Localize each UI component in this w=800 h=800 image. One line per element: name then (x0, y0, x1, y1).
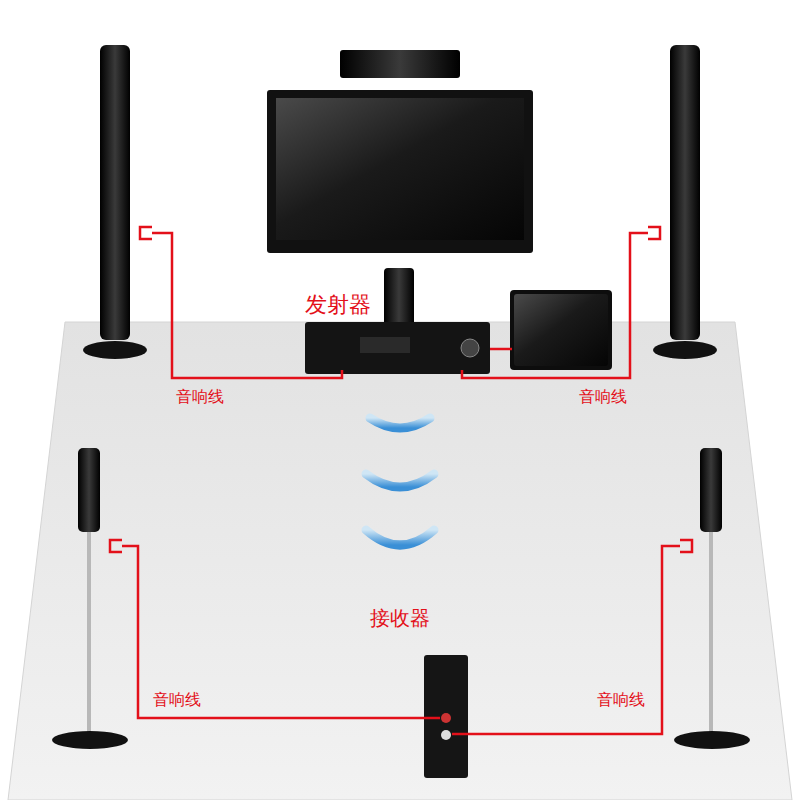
speaker-base (52, 731, 128, 749)
amplifier (305, 322, 490, 374)
speaker-base (653, 341, 717, 359)
speaker-wire (490, 348, 512, 351)
wire-label: 音响线 (579, 387, 627, 406)
tv-screen (276, 98, 524, 240)
amplifier-knob (461, 339, 479, 357)
front-left-speaker (100, 45, 130, 340)
transmitter-label: 发射器 (305, 292, 371, 318)
subwoofer (510, 290, 612, 370)
wire-label: 音响线 (176, 387, 224, 406)
speaker-base (83, 341, 147, 359)
transmitter-unit (384, 268, 414, 330)
wireless-waves (366, 418, 434, 545)
wave-arc (366, 530, 434, 545)
receiver (424, 655, 468, 778)
rear-right-speaker (700, 448, 722, 532)
subwoofer-face (514, 294, 608, 366)
speaker-wire (462, 233, 648, 378)
receiver-label: 接收器 (370, 606, 430, 630)
speaker-base (674, 731, 750, 749)
amplifier-display (360, 337, 410, 353)
floor (8, 322, 792, 800)
wire-bracket (110, 540, 122, 552)
speaker-wire (452, 546, 680, 734)
wave-arc (370, 418, 430, 428)
wire-bracket (648, 227, 660, 239)
tv-frame (267, 90, 533, 253)
speaker-wires (110, 227, 692, 734)
wire-label: 音响线 (153, 690, 201, 709)
speaker-wire (122, 546, 440, 718)
front-right-speaker (670, 45, 700, 340)
wave-arc (366, 474, 434, 487)
receiver-jack (441, 730, 451, 740)
wire-bracket (680, 540, 692, 552)
wire-label: 音响线 (597, 690, 645, 709)
rear-left-speaker (78, 448, 100, 532)
center-speaker (340, 50, 460, 78)
speaker-pole (87, 532, 91, 732)
receiver-jack (441, 713, 451, 723)
wire-bracket (140, 227, 152, 239)
speaker-pole (709, 532, 713, 732)
